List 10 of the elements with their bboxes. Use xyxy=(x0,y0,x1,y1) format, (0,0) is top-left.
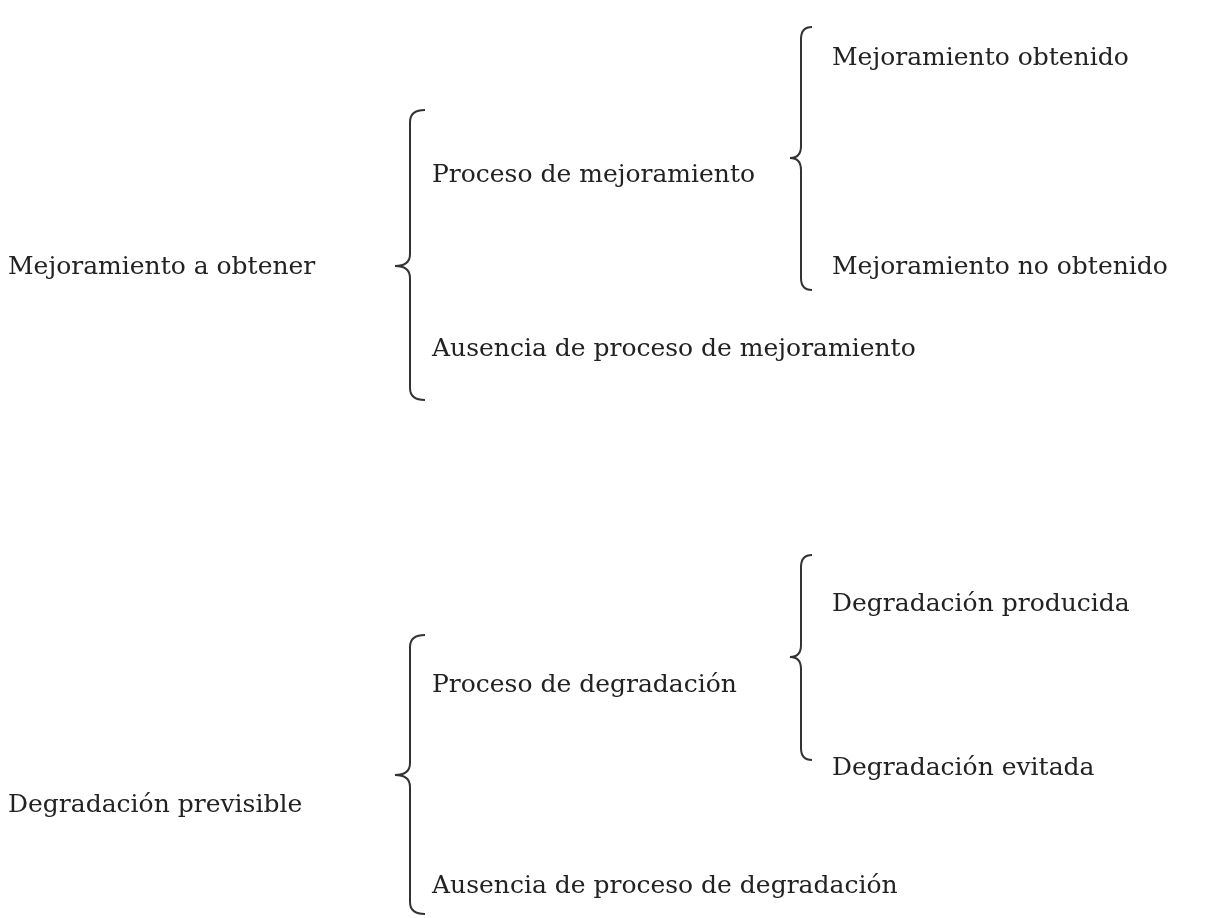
category-label: Mejoramiento obtenido xyxy=(832,42,1129,72)
category-label: Proceso de mejoramiento xyxy=(432,159,756,189)
category-label: Degradación evitada xyxy=(832,752,1095,782)
category-label: Mejoramiento a obtener xyxy=(8,251,316,281)
category-label: Ausencia de proceso de degradación xyxy=(432,870,898,900)
category-label: Proceso de degradación xyxy=(432,669,737,699)
category-label: Mejoramiento no obtenido xyxy=(832,251,1168,281)
category-label: Degradación previsible xyxy=(8,789,303,819)
category-label: Ausencia de proceso de mejoramiento xyxy=(432,333,916,363)
category-label: Degradación producida xyxy=(832,588,1130,618)
